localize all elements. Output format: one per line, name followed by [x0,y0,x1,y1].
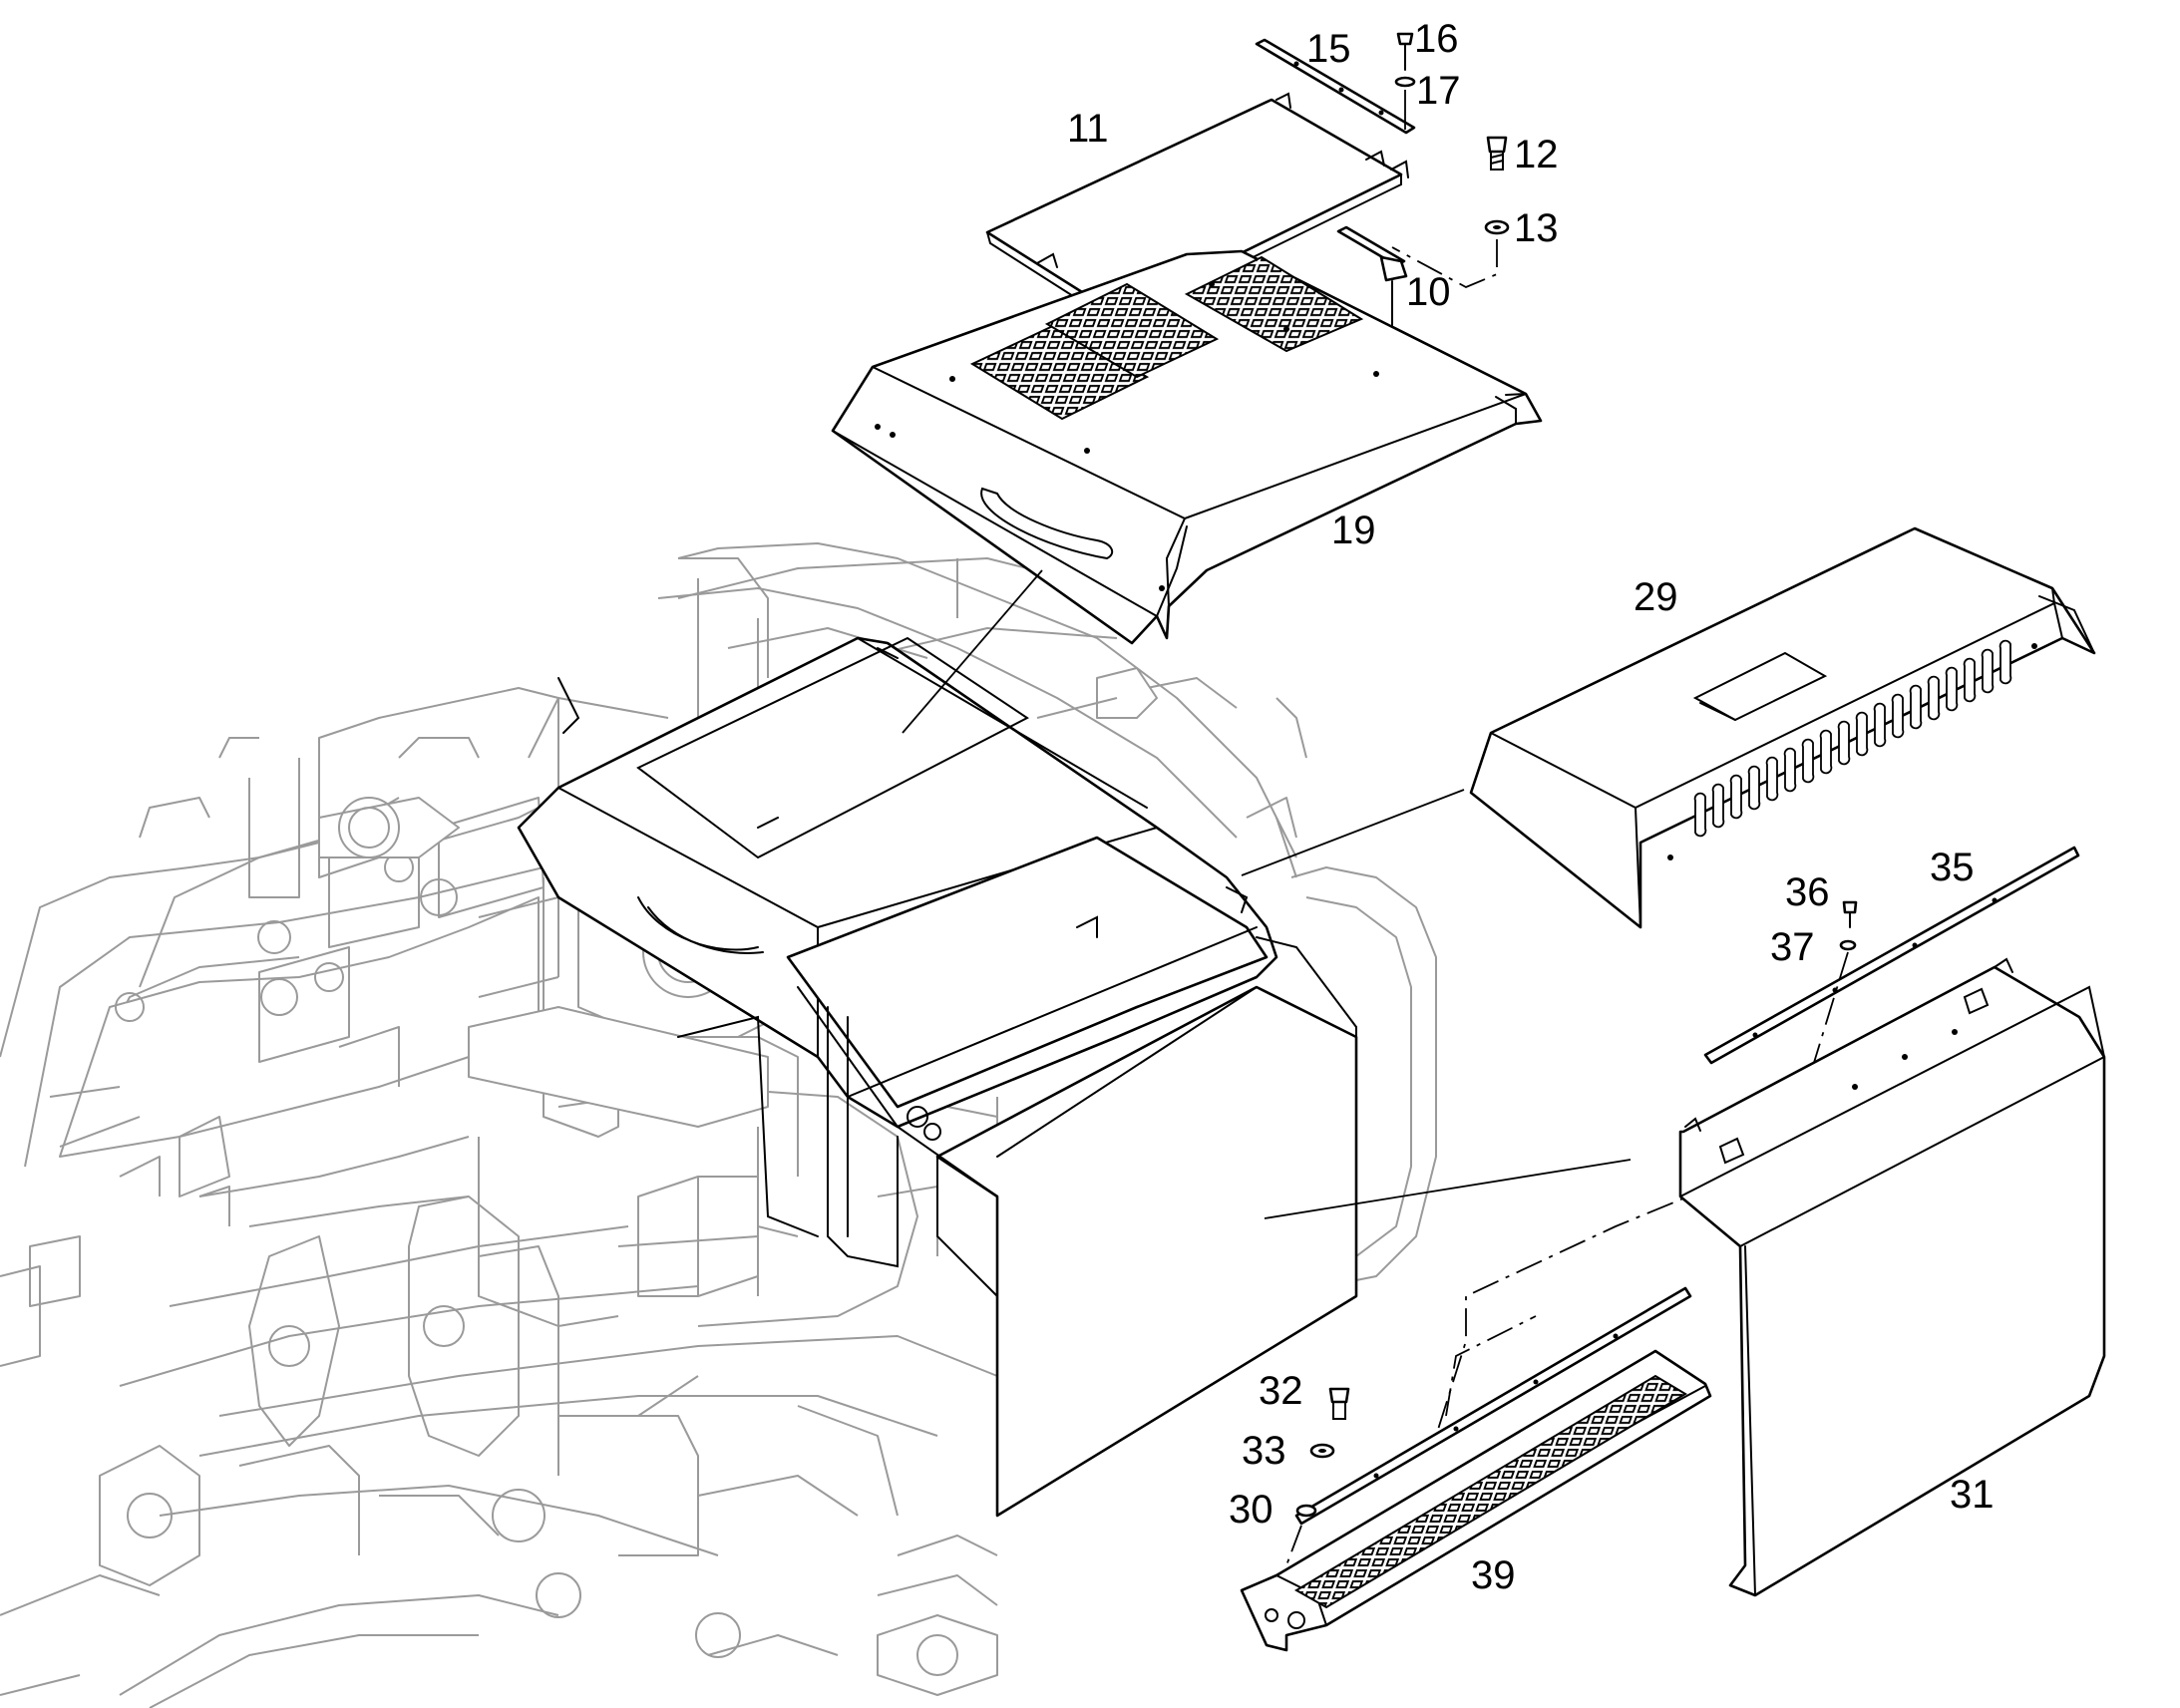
leader-29 [1241,789,1465,876]
side-hood-louvers [1693,639,2012,838]
part-35-strip [1703,846,2080,1065]
callout-11: 11 [1067,107,1109,151]
callout-29: 29 [1634,575,1678,619]
callout-19: 19 [1331,509,1376,552]
part-13-washer [1484,219,1510,235]
leader-19 [902,569,1043,734]
callout-16: 16 [1414,17,1459,61]
callout-31: 31 [1950,1473,1995,1517]
part-36-bolt [1842,900,1858,928]
part-31-side-panel [1678,957,2106,1597]
assembled-engine-hood [517,636,1358,1518]
part-16-bolt [1396,32,1414,71]
part-15-strip [1255,38,1416,135]
part-37-washer [1839,939,1857,951]
part-32-bolt [1328,1387,1350,1420]
callout-17: 17 [1416,69,1461,113]
callout-32: 32 [1259,1369,1303,1413]
part-29-side-hood [1469,526,2096,929]
part-19-top-hood [831,249,1543,645]
callout-30: 30 [1229,1488,1273,1532]
callout-36: 36 [1785,870,1830,914]
leader-31 [1264,1159,1632,1219]
part-39-mesh-step [1240,1349,1712,1652]
callout-15: 15 [1306,27,1351,71]
callout-33: 33 [1242,1429,1286,1473]
part-12-bolt [1486,136,1508,171]
part-17-washer [1394,76,1416,88]
part-30-strip [1294,1286,1692,1526]
callout-10: 10 [1406,270,1451,314]
callout-13: 13 [1514,206,1559,250]
callout-35: 35 [1930,846,1975,889]
callout-39: 39 [1471,1553,1516,1597]
callout-37: 37 [1770,925,1815,969]
part-33-washer [1309,1443,1335,1459]
callout-labels: 11 15 16 17 12 13 10 19 29 35 36 37 32 3… [1067,17,1995,1597]
callout-12: 12 [1514,133,1559,176]
